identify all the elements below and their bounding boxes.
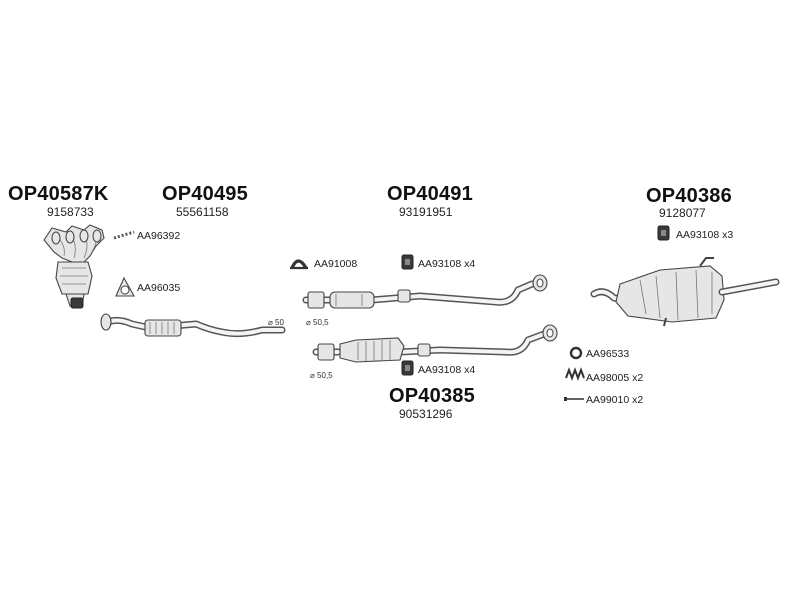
- part-number-op40495: 55561158: [176, 205, 229, 219]
- accessory-label-aa96392: AA96392: [137, 230, 181, 242]
- spring-drawing: [565, 367, 585, 381]
- part-code-op40495: OP40495: [162, 183, 248, 205]
- rubber-mount-rear-drawing: [657, 225, 670, 241]
- middle-silencer-top-drawing: [302, 274, 548, 309]
- part-code-op40491: OP40491: [387, 183, 473, 205]
- middle-silencer-bottom-drawing: [312, 324, 558, 363]
- accessory-label-aa96533: AA96533: [586, 348, 630, 360]
- part-number-op40385: 90531296: [399, 407, 453, 421]
- diameter-label-mid-bottom: ⌀ 50,5: [310, 371, 333, 380]
- part-code-op40385: OP40385: [389, 385, 475, 407]
- accessory-label-aa93108-rear: AA93108 x3: [676, 229, 734, 241]
- part-number-op40386: 9128077: [659, 206, 706, 220]
- accessory-label-aa93108-bottom: AA93108 x4: [418, 364, 476, 376]
- bolt-drawing: [564, 397, 584, 401]
- accessory-label-aa99010: AA99010 x2: [586, 394, 644, 406]
- rear-silencer-drawing: [590, 257, 780, 327]
- diameter-label-mid-top: ⌀ 50,5: [306, 318, 329, 327]
- part-number-op40491: 93191951: [399, 205, 453, 219]
- clamp-drawing: [290, 259, 308, 270]
- diameter-label-front-pipe: ⌀ 50: [268, 318, 284, 327]
- part-code-op40386: OP40386: [646, 185, 732, 207]
- rubber-mount-top-drawing: [401, 254, 414, 270]
- part-code-op40587k: OP40587K: [8, 183, 109, 205]
- accessory-label-aa91008: AA91008: [314, 258, 358, 270]
- sealing-ring-drawing: [569, 346, 583, 360]
- gasket-strip-drawing: [113, 230, 135, 240]
- catalytic-manifold-drawing: [43, 224, 105, 309]
- accessory-label-aa96035: AA96035: [137, 282, 181, 294]
- triangular-gasket-drawing: [115, 276, 135, 297]
- front-pipe-drawing: [100, 313, 286, 338]
- accessory-label-aa93108-top: AA93108 x4: [418, 258, 476, 270]
- rubber-mount-bottom-drawing: [401, 360, 414, 376]
- accessory-label-aa98005: AA98005 x2: [586, 372, 644, 384]
- part-number-op40587k: 9158733: [47, 205, 94, 219]
